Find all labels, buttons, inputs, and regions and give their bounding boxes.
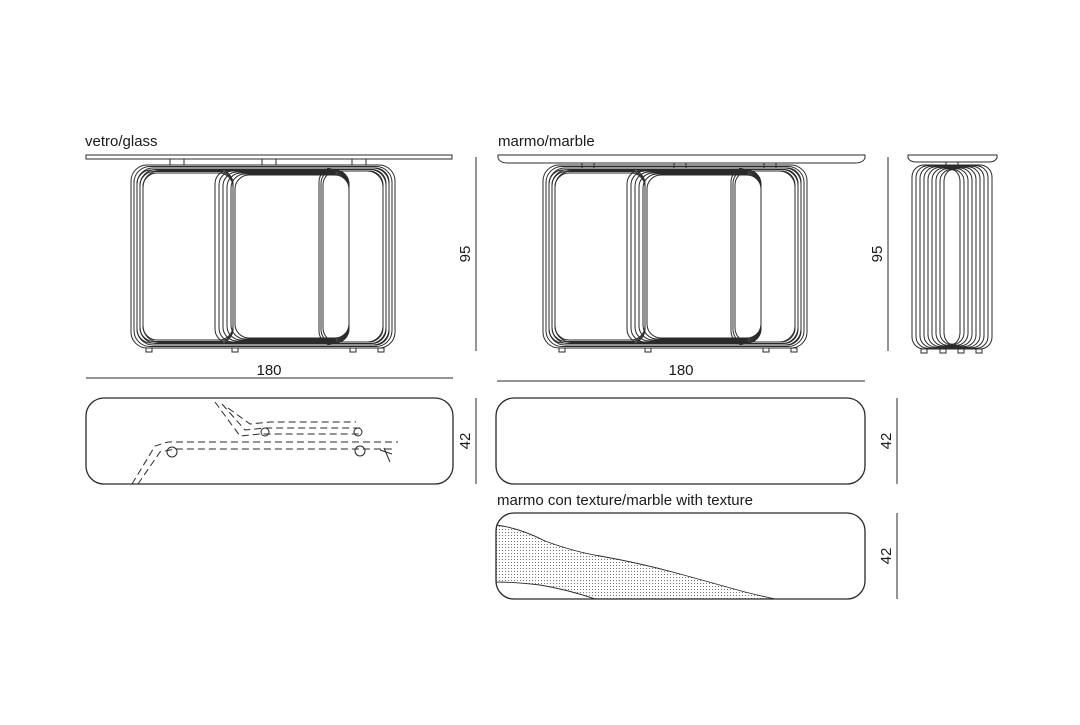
glass-height-dimension: 95 bbox=[457, 246, 474, 263]
texture-top-view: marmo con texture/marble with texture 42 bbox=[495, 492, 898, 600]
marble-depth-dimension: 42 bbox=[878, 433, 895, 450]
side-view bbox=[907, 154, 998, 354]
marble-height-dimension: 95 bbox=[869, 246, 886, 263]
marble-base-frame bbox=[542, 164, 808, 349]
glass-label: vetro/glass bbox=[85, 133, 158, 150]
glass-reflection-hatching bbox=[131, 401, 398, 485]
glass-tabletop bbox=[85, 154, 453, 160]
marble-tabletop bbox=[497, 154, 866, 164]
marble-label: marmo/marble bbox=[498, 133, 595, 150]
glass-top-view: 42 bbox=[85, 397, 477, 485]
glass-depth-dimension: 42 bbox=[457, 433, 474, 450]
texture-label: marmo con texture/marble with texture bbox=[497, 492, 753, 509]
marble-top-view: 42 bbox=[495, 397, 898, 485]
marble-width-dimension: 180 bbox=[668, 362, 693, 379]
side-tabletop bbox=[907, 154, 998, 163]
marble-texture-vein bbox=[496, 524, 781, 599]
glass-width-dimension: 180 bbox=[256, 362, 281, 379]
glass-front-view: vetro/glass 95 180 bbox=[85, 133, 477, 379]
texture-depth-dimension: 42 bbox=[878, 548, 895, 565]
side-base-frame bbox=[911, 164, 993, 350]
glass-base-frame bbox=[130, 164, 396, 349]
marble-front-view: marmo/marble 95 180 bbox=[497, 133, 889, 382]
